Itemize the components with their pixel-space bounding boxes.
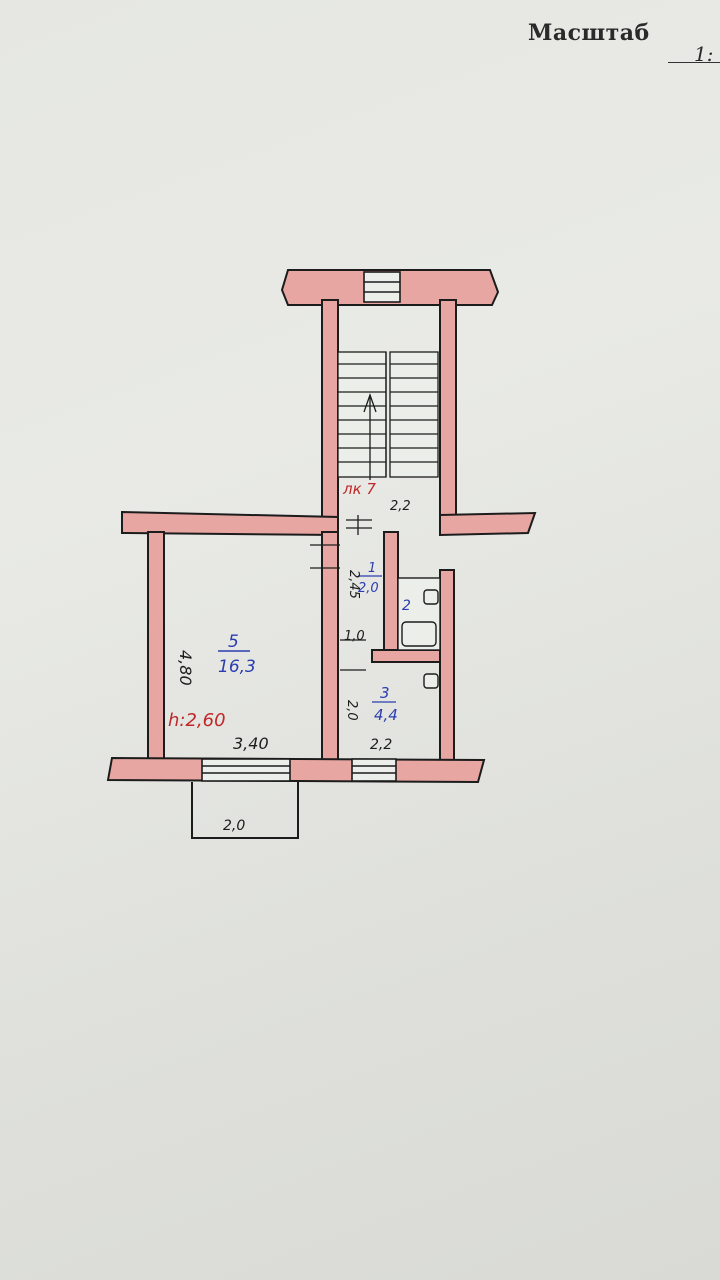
room2-number: 2 <box>402 598 411 614</box>
balcony <box>191 782 299 839</box>
room3-number: 3 <box>380 684 390 702</box>
dim-room5-width: 3,40 <box>233 734 269 753</box>
dim-stair-width: 2,2 <box>390 499 411 514</box>
window-room3 <box>351 758 397 782</box>
wall-inner-2 <box>383 531 399 661</box>
dim-corridor-length: 2,45 <box>346 570 361 599</box>
windows <box>201 271 401 782</box>
wall-outer-left <box>147 531 165 763</box>
room1-area: 2,0 <box>358 581 379 596</box>
dim-room3-width: 2,2 <box>370 737 392 753</box>
scale-label: Масштаб <box>528 20 650 46</box>
toilet-icon <box>423 673 439 689</box>
wall-stair-left <box>321 299 339 531</box>
wall-inner-1 <box>321 531 339 763</box>
dim-corridor-width: 1,0 <box>344 629 365 644</box>
wall-mid-right <box>439 511 537 537</box>
room5-number: 5 <box>228 632 239 652</box>
staircase <box>337 351 439 535</box>
labels: 5 16,3 3 4,4 1 2,0 2 лк 7 h:2,60 3,40 4,… <box>168 480 411 834</box>
room3-area: 4,4 <box>374 706 398 724</box>
stair-label: лк 7 <box>342 480 376 498</box>
scale-value: 1: <box>694 42 714 66</box>
wall-bottom <box>106 756 486 784</box>
wall-outer-right <box>439 569 455 763</box>
wall-bath <box>371 649 443 663</box>
fixtures <box>397 577 441 689</box>
bathtub-icon <box>401 621 437 647</box>
dim-room5-depth: 4,80 <box>176 650 195 686</box>
dim-balcony: 2,0 <box>223 818 245 834</box>
dim-room3-depth: 2,0 <box>344 700 359 721</box>
window-room5 <box>201 758 291 782</box>
scale-underline <box>668 62 720 63</box>
room5-area: 16,3 <box>218 657 256 677</box>
ceiling-height: h:2,60 <box>168 710 226 731</box>
room1-number: 1 <box>368 561 376 576</box>
sink-icon <box>423 589 439 605</box>
wall-stair-right <box>439 299 457 521</box>
doors <box>310 544 366 671</box>
window-stair <box>363 271 401 303</box>
walls <box>106 269 537 784</box>
